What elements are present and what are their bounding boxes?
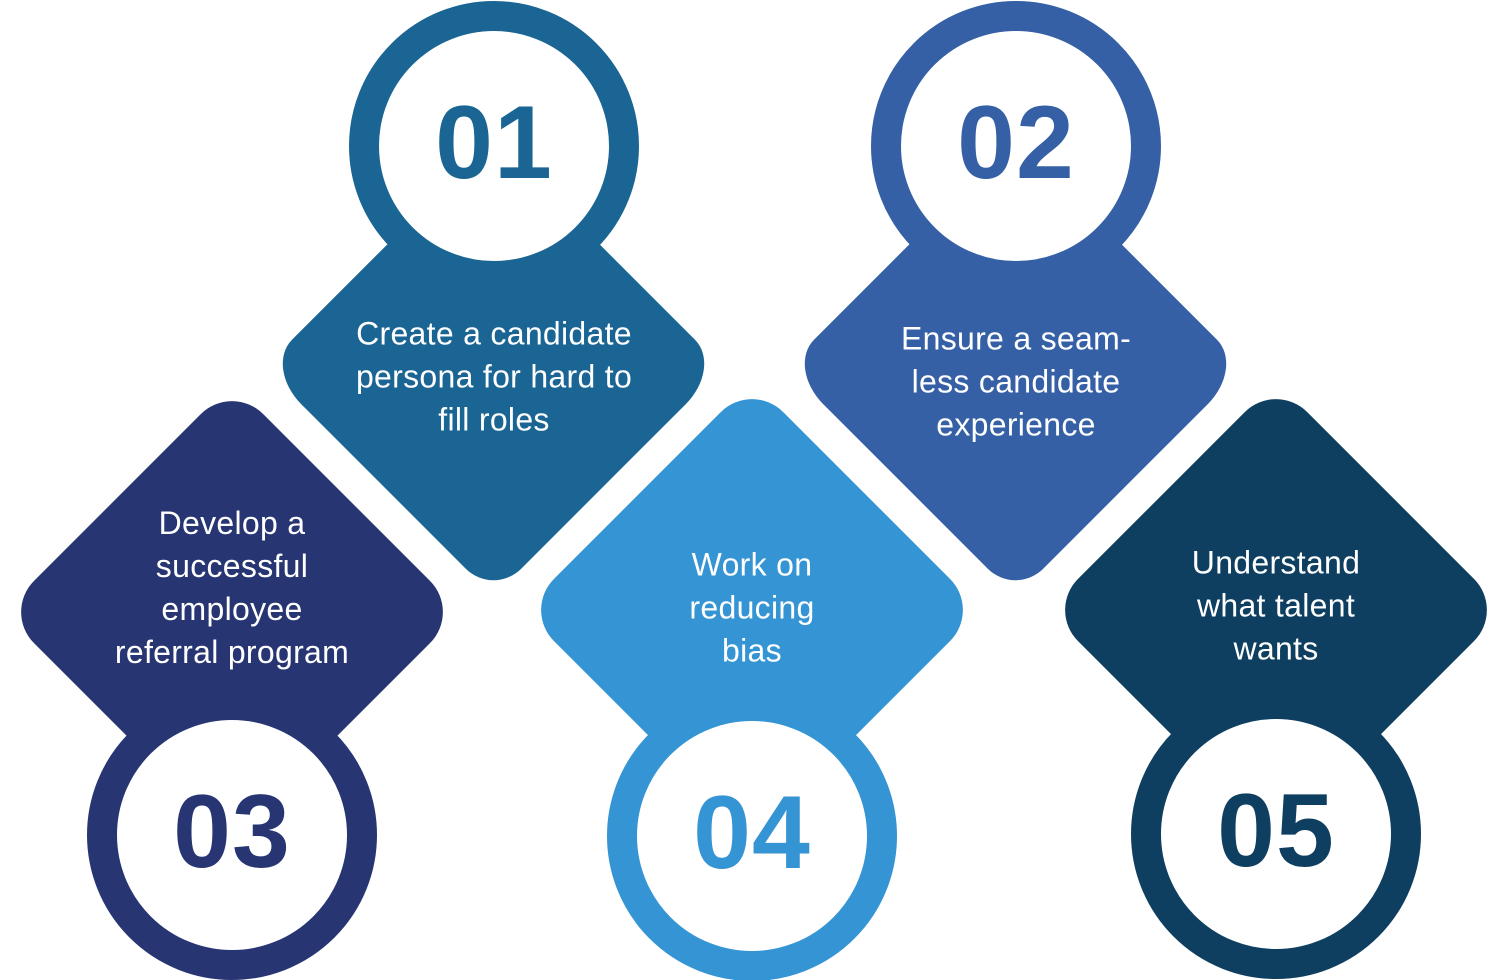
step-02-number-ring: 02 [871,1,1161,291]
step-05-label-line: Understand [1191,544,1361,581]
step-05-number: 05 [1217,773,1335,889]
step-02-label: Ensure a seam- less candidate experience [901,318,1131,447]
step-03-label-line: referral program [114,634,350,670]
step-03-number-ring: 03 [87,690,377,980]
step-02-label-line: Ensure a seam- [900,320,1132,357]
step-03-number: 03 [173,774,291,890]
step-04-label: Work on reducing bias [689,544,814,673]
step-01-label-line: Create a candidate [356,315,632,352]
step-02-label-line: experience [936,406,1096,443]
step-05-label: Understand what talent wants [1192,542,1360,671]
step-05-label-line: wants [1233,630,1319,667]
step-04-label-line: reducing [689,589,815,626]
step-03-label: Develop a successful employee referral p… [115,502,349,674]
step-01-number-ring: 01 [349,1,639,291]
step-05-number-ring: 05 [1131,689,1421,979]
step-04-label-line: bias [722,632,782,669]
step-02-label-line: less candidate [911,363,1121,400]
step-01-label-line: persona for hard to [355,358,633,395]
step-03-label-line: employee [161,591,303,627]
step-01-label-line: fill roles [438,401,550,438]
step-05-label-line: what talent [1196,587,1356,624]
step-01-label: Create a candidate persona for hard to f… [356,313,632,442]
step-04-number-ring: 04 [607,691,897,980]
step-03-label-line: Develop a [158,505,306,541]
step-04-label-line: Work on [691,546,813,583]
step-03-label-line: successful [155,548,309,584]
step-02-number: 02 [957,85,1075,201]
step-04-number: 04 [693,775,811,891]
step-01-number: 01 [435,85,553,201]
